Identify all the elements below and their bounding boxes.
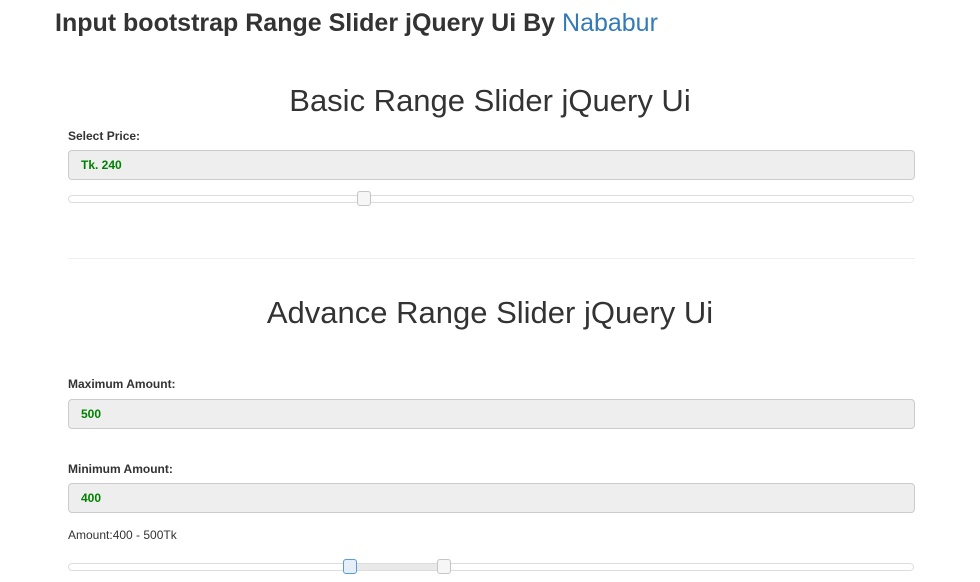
page-title-text: Input bootstrap Range Slider jQuery Ui B…	[55, 9, 556, 37]
price-slider[interactable]	[68, 191, 914, 206]
basic-section-heading: Basic Range Slider jQuery Ui	[289, 83, 691, 118]
page-title: Input bootstrap Range Slider jQuery Ui B…	[55, 6, 658, 40]
range-slider-min-handle[interactable]	[343, 559, 358, 574]
advance-section-heading: Advance Range Slider jQuery Ui	[266, 295, 714, 330]
minimum-amount-field[interactable]	[68, 483, 915, 513]
range-slider-max-handle[interactable]	[436, 559, 451, 574]
maximum-amount-field[interactable]	[68, 399, 915, 429]
minimum-amount-label: Minimum Amount:	[68, 462, 173, 476]
author-link[interactable]: Nababur	[562, 9, 658, 37]
amount-range-text: Amount:400 - 500Tk	[68, 528, 177, 542]
price-slider-handle[interactable]	[357, 191, 372, 206]
select-price-label: Select Price:	[68, 129, 141, 143]
price-field[interactable]	[68, 150, 915, 180]
maximum-amount-label: Maximum Amount:	[68, 377, 176, 391]
amount-range-slider[interactable]	[68, 559, 914, 574]
amount-range-fill	[350, 564, 444, 570]
section-divider	[68, 258, 915, 259]
